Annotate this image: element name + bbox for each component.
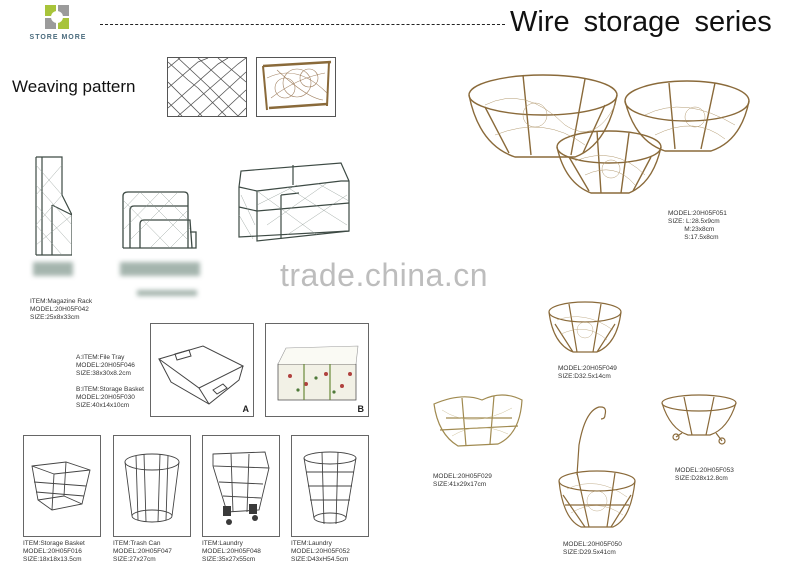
weave-swatch-twig (256, 57, 336, 117)
storage-basket-small-frame (23, 435, 101, 537)
product-caption: MODEL:20H05F053 SIZE:D28x12.8cm (675, 467, 734, 482)
tray-group-caption: A:ITEM:File Tray MODEL:20H05F046 SIZE:38… (76, 354, 144, 409)
label-a: A (242, 404, 250, 414)
trash-can-image (124, 453, 180, 523)
product-caption: MODEL:20H05F051 SIZE: L:28.5x9cm M:23x8c… (668, 210, 727, 241)
file-tray-frame: A (150, 323, 254, 417)
magazine-rack-image (35, 156, 72, 256)
basket-set-image (468, 74, 750, 194)
label-b: B (357, 404, 365, 414)
logo-mark-icon (45, 5, 69, 29)
footed-basket-image (661, 394, 737, 445)
laundry-cart-frame (202, 435, 280, 537)
header-divider (100, 24, 505, 25)
product-caption: ITEM:Laundry MODEL:20H05F052 SIZE:D43xH5… (291, 540, 350, 563)
watermark: trade.china.cn (280, 257, 489, 293)
letter-sorter-image (122, 191, 197, 249)
laundry-cart-image (212, 451, 270, 525)
blurred-detail (137, 290, 197, 296)
laundry-basket-frame (291, 435, 369, 537)
storage-basket-image (277, 345, 359, 401)
weaving-pattern-label: Weaving pattern (12, 77, 136, 96)
store-more-logo: STORE MORE (18, 4, 98, 48)
hanging-fruit-basket-image (558, 406, 636, 528)
laundry-basket-image (303, 451, 357, 525)
product-caption: MODEL:20H05F050 SIZE:D29.5x41cm (563, 541, 622, 556)
product-caption: ITEM:Magazine Rack MODEL:20H05F042 SIZE:… (30, 298, 93, 321)
oval-basket-image (433, 394, 523, 447)
round-basket-image (548, 301, 622, 353)
product-caption: ITEM:Storage Basket MODEL:20H05F016 SIZE… (23, 540, 85, 563)
weave-swatch-chicken-wire (167, 57, 247, 117)
page-title: Wire storage series (510, 6, 772, 38)
blurred-detail (33, 262, 73, 276)
blurred-detail (120, 262, 200, 276)
logo-text: STORE MORE (29, 34, 87, 41)
product-caption: MODEL:20H05F029 SIZE:41x29x17cm (433, 473, 492, 488)
chicken-wire-pattern-icon (168, 58, 246, 116)
twig-pattern-icon (262, 60, 332, 111)
file-tray-image (157, 345, 245, 405)
storage-basket-small-image (31, 461, 91, 511)
product-caption: ITEM:Trash Can MODEL:20H05F047 SIZE:27x2… (113, 540, 172, 563)
storage-basket-frame: B (265, 323, 369, 417)
product-caption: MODEL:20H05F049 SIZE:D32.5x14cm (558, 365, 617, 380)
trash-can-frame (113, 435, 191, 537)
desk-organizer-image (238, 162, 350, 242)
product-caption: ITEM:Laundry MODEL:20H05F048 SIZE:35x27x… (202, 540, 261, 563)
